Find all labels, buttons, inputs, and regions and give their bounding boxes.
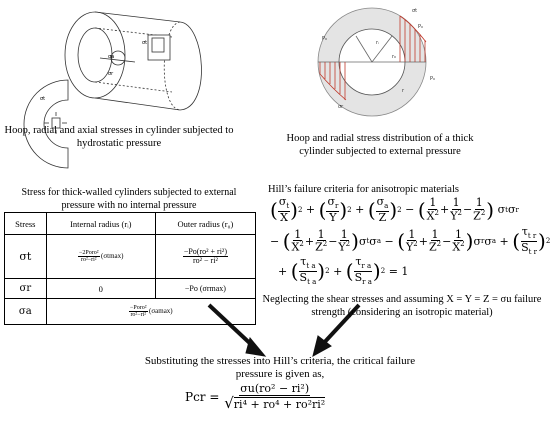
- header-stress: Stress: [4, 212, 47, 235]
- row3-num: −Poro²: [129, 304, 148, 312]
- p0-label-right: P₀: [418, 24, 423, 30]
- cylinder-caption: Hoop, radial and axial stresses in cylin…: [4, 125, 234, 149]
- axial-label: σa: [108, 54, 114, 60]
- row1-outer-den: ro² − ri²: [192, 256, 218, 265]
- radial-stress-distribution: [319, 62, 347, 101]
- ring-sigma-t: σt: [412, 8, 417, 14]
- ring-stress-label: σt: [40, 96, 45, 102]
- hoop-label: σt: [142, 40, 147, 46]
- stress-table: Stress Internal radius (rᵢ) Outer radius…: [4, 212, 257, 325]
- pcr-num: σu(ro² − ri²): [239, 382, 311, 396]
- radial-label: σr: [108, 71, 114, 77]
- cylinder-figure: [64, 11, 202, 111]
- substitute-caption: Substituting the stresses into Hill’s cr…: [144, 355, 416, 380]
- hill-title: Hill’s failure criteria for anisotropic …: [268, 184, 459, 195]
- hoop-stress-distribution: [399, 15, 427, 62]
- row1-inner-den: ro²−ri²: [80, 257, 97, 263]
- ring-caption: Hoop and radial stress distribution of a…: [286, 133, 474, 157]
- neglect-caption: Neglecting the shear stresses and assumi…: [262, 294, 542, 318]
- ring-sigma-r: σr: [338, 104, 344, 110]
- row3-tail: (σamax): [149, 306, 173, 315]
- row2-inner: 0: [45, 278, 156, 299]
- pcr-fraction: σu(ro² − ri²) √ri⁴ + ro⁴ + ro²ri²: [223, 383, 326, 411]
- arrow-head-left: [245, 336, 267, 357]
- row1-outer-num: −Po(ro² + ri²): [182, 246, 228, 257]
- p0-label-bottom: P₀: [430, 76, 435, 82]
- pcr-lhs: Pcr =: [185, 390, 220, 405]
- row1-outer: −Po(ro² + ri²)ro² − ri²: [154, 234, 257, 279]
- header-outer: Outer radius (r₀): [154, 212, 257, 235]
- pcr-equation: Pcr = σu(ro² − ri²) √ri⁴ + ro⁴ + ro²ri²: [185, 383, 326, 411]
- row1-inner-num: −2Poro²: [78, 249, 100, 257]
- row3-den: ro²−ri²: [130, 312, 147, 318]
- table-title: Stress for thick-walled cylinders subjec…: [21, 187, 237, 211]
- row2-outer: −Po (σrmax): [154, 278, 257, 299]
- r-label: r: [402, 88, 405, 94]
- hill-eq-end: = 1: [388, 264, 409, 278]
- p0-label-left: P₀: [322, 36, 327, 42]
- row1-inner-tail: (σtmax): [101, 251, 124, 260]
- row3-stress: σa: [4, 298, 47, 325]
- ri-label: rᵢ: [376, 40, 379, 46]
- pcr-den: √ri⁴ + ro⁴ + ro²ri²: [224, 393, 326, 412]
- half-ring-figure: [23, 79, 69, 169]
- header-inner: Internal radius (rᵢ): [45, 212, 156, 235]
- row1-stress: σt: [4, 234, 47, 279]
- arrow-head-right: [312, 335, 332, 357]
- row2-stress: σr: [4, 278, 47, 299]
- r0-label: r₀: [392, 54, 396, 60]
